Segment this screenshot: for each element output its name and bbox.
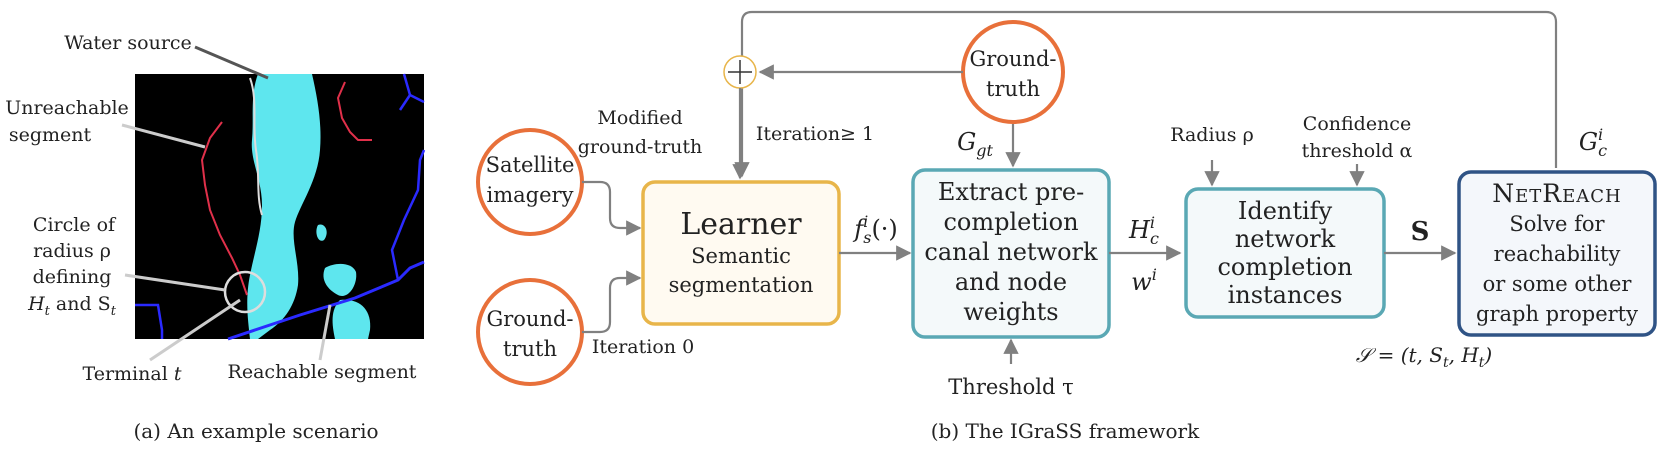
reachable-segment [227,260,425,341]
svg-text:instances: instances [1228,281,1343,309]
svg-text:or some other: or some other [1483,272,1633,296]
svg-text:reachability: reachability [1494,242,1621,266]
unreachable-label-2: segment [9,124,92,146]
svg-text:Identify: Identify [1238,197,1333,225]
feedback-arrow [734,10,1558,178]
svg-text:Ground-: Ground- [969,47,1056,71]
modified-gt-label-2: ground-truth [578,136,703,158]
modified-gt-label-1: Modified [597,107,682,129]
svg-text:graph property: graph property [1476,302,1638,326]
radius-circle [223,270,267,314]
netreach-title: NetReach [1492,179,1621,208]
svg-text:Ground-: Ground- [486,307,573,331]
circle-label-4: Ht and St [27,293,117,319]
netreach-box [1457,170,1657,337]
caption-b: (b) The IGraSS framework [931,419,1200,443]
learner-title: Learner [680,207,802,242]
unreachable-segment [200,121,248,296]
svg-text:Extract pre-: Extract pre- [938,178,1084,206]
ggt-label: Ggt [957,128,993,160]
svg-text:truth: truth [503,337,557,361]
ground-truth-bottom-node [476,278,584,386]
wi-label: wi [1131,265,1157,296]
terminal-label: Terminal t [83,363,182,385]
svg-text:network: network [1235,225,1336,253]
circle-label-1: Circle of [33,214,117,236]
svg-text:Semantic: Semantic [691,244,791,268]
satellite-node [476,128,584,236]
circle-label-2: radius ρ [33,240,111,262]
svg-text:Solve for: Solve for [1509,212,1605,236]
iteration-0-label: Iteration 0 [592,336,694,358]
svg-text:segmentation: segmentation [669,273,814,297]
svg-text:truth: truth [986,77,1040,101]
s-label: S [1411,217,1430,247]
confidence-label-1: Confidence [1303,113,1411,135]
svg-text:canal network: canal network [924,238,1098,266]
svg-text:weights: weights [963,298,1058,326]
svg-text:completion: completion [1217,253,1352,281]
unreachable-label-1: Unreachable [5,97,129,119]
radius-label: Radius ρ [1170,124,1254,146]
panel-b: Ground- truth Modified ground-truth Iter… [476,10,1657,443]
reachable-label: Reachable segment [228,361,417,383]
threshold-tau-label: Threshold τ [948,375,1073,399]
svg-text:and node: and node [955,268,1067,296]
water-source-label: Water source [64,32,192,54]
svg-text:Satellite: Satellite [486,153,575,177]
confidence-label-2: threshold α [1302,140,1413,162]
iteration-ge-label: Iteration≥ 1 [756,123,874,145]
caption-a: (a) An example scenario [133,419,378,443]
ground-truth-top-node [961,20,1065,124]
s-formula-label: 𝒮 = (t, St, Ht) [1356,343,1492,371]
panel-a: Water source Unreachable segment Circle … [5,32,426,443]
svg-text:imagery: imagery [487,183,574,207]
water-body [247,74,321,339]
svg-text:completion: completion [943,208,1078,236]
circle-label-3: defining [33,266,112,288]
